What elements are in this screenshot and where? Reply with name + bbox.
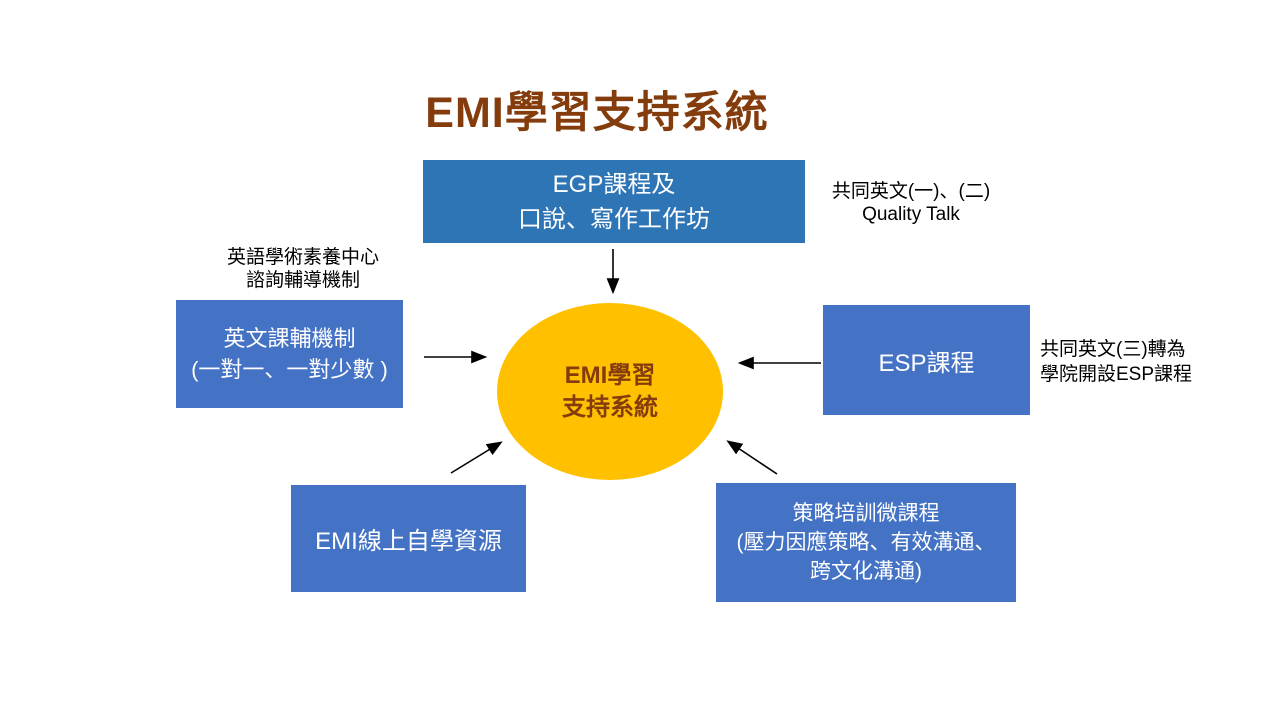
node-online-resources: EMI線上自學資源 [291,485,526,592]
annotation-left-line1: 英語學術素養中心 [226,247,379,268]
annotation-right: 共同英文(三)轉為 學院開設ESP課程 [1040,337,1250,387]
node-strategy-line1: 策略培訓微課程 [792,502,940,525]
node-center-line1: EMI學習 [564,361,656,389]
annotation-right-line2: 學院開設ESP課程 [1040,364,1193,385]
node-center-line2: 支持系統 [562,393,658,421]
node-strategy-line3: 跨文化溝通) [810,560,922,583]
page-title: EMI學習支持系統 [425,89,769,137]
node-tutoring-mechanism: 英文課輔機制 (一對一、一對少數 ) [176,300,403,408]
node-tutoring-line2: (一對一、一對少數 ) [191,357,388,382]
annotation-left: 英語學術素養中心 諮詢輔導機制 [195,246,411,292]
annotation-right-line1: 共同英文(三)轉為 [1040,339,1186,360]
node-strategy-line2: (壓力因應策略、有效溝通、 [736,531,996,554]
node-strategy-microcourses: 策略培訓微課程 (壓力因應策略、有效溝通、 跨文化溝通) [716,483,1016,602]
annotation-top-right-line2: Quality Talk [862,204,960,225]
node-online-line1: EMI線上自學資源 [315,528,502,555]
arrow-bottomleft-to-center [450,441,503,474]
annotation-left-line2: 諮詢輔導機制 [245,270,360,291]
annotation-top-right-line1: 共同英文(一)、(二) [831,181,991,202]
node-esp-line1: ESP課程 [878,349,975,377]
node-egp-courses: EGP課程及 口說、寫作工作坊 [423,160,805,243]
node-tutoring-line1: 英文課輔機制 [223,326,356,351]
node-egp-line1: EGP課程及 [552,170,676,198]
node-esp-courses: ESP課程 [823,305,1030,415]
annotation-top-right: 共同英文(一)、(二) Quality Talk [805,180,1017,226]
node-center-emi-system: EMI學習 支持系統 [497,303,723,480]
node-egp-line2: 口說、寫作工作坊 [518,205,710,233]
arrow-bottomright-to-center [726,440,778,475]
